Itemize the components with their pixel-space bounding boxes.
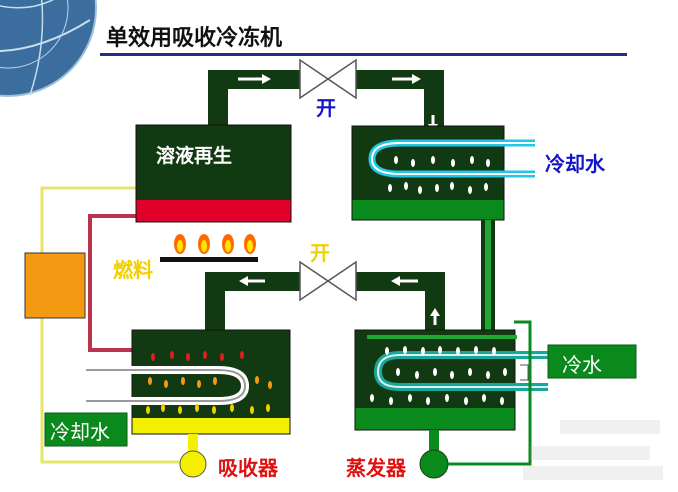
vapor-pipe-bottom xyxy=(205,272,445,333)
absorber-vessel xyxy=(86,329,291,435)
regenerator-vessel xyxy=(135,124,292,223)
globe-decoration xyxy=(0,0,97,97)
label-regenerator: 溶液再生 xyxy=(156,145,233,167)
label-evaporator: 蒸发器 xyxy=(346,456,406,480)
vapor-pipe-top xyxy=(208,70,444,132)
label-absorber: 吸收器 xyxy=(218,456,278,480)
page-title: 单效用吸收冷冻机 xyxy=(106,26,283,51)
absorber-pump xyxy=(179,434,207,478)
cooling-water-circuit xyxy=(40,186,182,464)
label-cooling-water-right: 冷却水 xyxy=(545,152,605,176)
outlet-marker xyxy=(520,364,529,381)
title-underline xyxy=(100,53,627,56)
label-valve-top: 开 xyxy=(316,96,336,120)
chilled-water-box xyxy=(547,344,637,379)
watermark-logo xyxy=(523,420,663,480)
evaporator-pump xyxy=(419,320,532,479)
label-cooling-water-left: 冷却水 xyxy=(50,420,110,444)
valve-top xyxy=(299,58,357,100)
flame-icon xyxy=(198,234,210,254)
flame-icon xyxy=(244,234,256,254)
evaporator-vessel xyxy=(354,329,548,431)
valve-bottom xyxy=(299,260,357,302)
cooling-tower-block xyxy=(24,252,86,319)
condenser-vessel xyxy=(351,125,535,221)
flame-icon xyxy=(222,234,234,254)
label-chilled-water: 冷水 xyxy=(562,353,602,377)
label-fuel: 燃料 xyxy=(113,258,153,282)
condensate-drops xyxy=(388,156,490,194)
cooling-water-box xyxy=(44,412,128,447)
condensate-pipe xyxy=(481,220,495,332)
flame-icon xyxy=(174,234,186,254)
label-valve-bottom: 开 xyxy=(310,241,330,265)
burner xyxy=(160,234,258,262)
evaporator-drops xyxy=(370,346,507,405)
absorber-spray-drops xyxy=(146,351,272,414)
